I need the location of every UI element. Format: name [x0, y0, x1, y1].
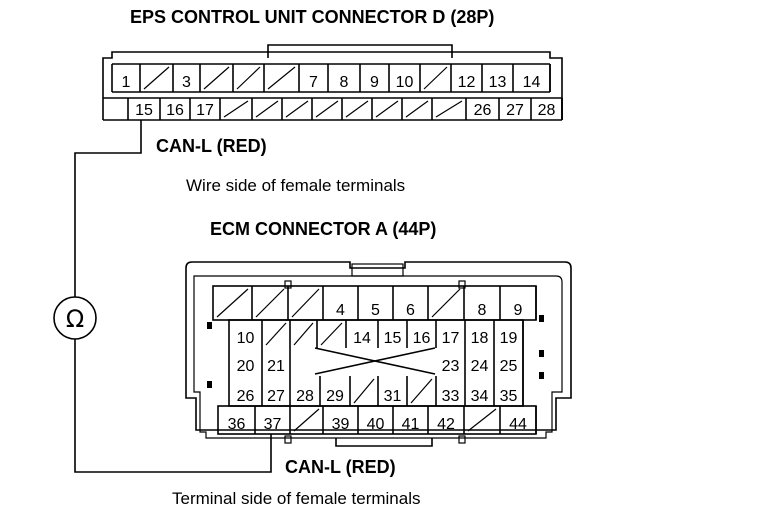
eps-blank-slot	[423, 66, 448, 90]
eps-blank-slot	[405, 100, 429, 118]
ecm-side-caption: Terminal side of female terminals	[172, 489, 420, 508]
eps-blank-slot	[345, 100, 369, 118]
ecm-pin-29: 29	[326, 388, 344, 405]
eps-blank-slot	[203, 66, 230, 90]
ecm-pin-6: 6	[406, 302, 415, 319]
ohmmeter-circuit: Ω	[53, 120, 272, 473]
eps-pin-12: 12	[458, 74, 476, 91]
ecm-pin-25: 25	[500, 358, 518, 375]
ecm-pin-42: 42	[437, 416, 455, 433]
eps-pin-1: 1	[122, 74, 131, 91]
eps-blank-slot	[267, 66, 296, 90]
eps-blank-slot	[236, 66, 261, 90]
eps-blank-slot	[223, 100, 249, 118]
ecm-pin-23: 23	[442, 358, 460, 375]
eps-pin-7: 7	[309, 74, 318, 91]
eps-blank-slot	[255, 100, 279, 118]
ecm-pin-27: 27	[267, 388, 285, 405]
eps-pin-17: 17	[196, 102, 214, 119]
ecm-pin-21: 21	[267, 358, 285, 375]
eps-pin-16: 16	[166, 102, 184, 119]
eps-blank-slot	[143, 66, 170, 90]
ecm-pin-10: 10	[237, 330, 255, 347]
ecm-wire	[74, 339, 272, 473]
eps-blank-slot	[285, 100, 309, 118]
ecm-pin-9: 9	[514, 302, 523, 319]
ecm-blank-slot	[467, 408, 497, 432]
eps-blank-slot	[315, 100, 339, 118]
ecm-pin-17: 17	[442, 330, 460, 347]
ecm-pin-24: 24	[471, 358, 489, 375]
ecm-pin-4: 4	[336, 302, 345, 319]
ecm-pin-26: 26	[237, 388, 255, 405]
ohmmeter-icon	[53, 296, 97, 340]
eps-pin-26: 26	[474, 102, 492, 119]
ecm-pin-44: 44	[509, 416, 527, 433]
eps-connector-title: EPS CONTROL UNIT CONNECTOR D (28P)	[130, 7, 494, 27]
ecm-blank-slot	[265, 322, 287, 346]
eps-wire-label: CAN-L (RED)	[156, 136, 267, 156]
ecm-blank-slot	[431, 288, 461, 318]
eps-side-caption: Wire side of female terminals	[186, 176, 405, 195]
ecm-pin-16: 16	[413, 330, 431, 347]
eps-blank-slot	[435, 100, 463, 118]
ecm-pin-28: 28	[296, 388, 314, 405]
eps-pin-15: 15	[135, 102, 153, 119]
ecm-blank-slot	[293, 408, 320, 432]
ecm-pin-41: 41	[402, 416, 420, 433]
ecm-blank-slot	[410, 378, 433, 404]
eps-pin-14: 14	[523, 74, 541, 91]
ecm-connector-title: ECM CONNECTOR A (44P)	[210, 219, 436, 239]
ecm-pin-31: 31	[384, 388, 402, 405]
ecm-blank-slot	[353, 378, 375, 404]
ecm-pin-33: 33	[442, 388, 460, 405]
eps-pin-3: 3	[182, 74, 191, 91]
eps-blank-slot	[375, 100, 399, 118]
ecm-pin-20: 20	[237, 358, 255, 375]
eps-pin-27: 27	[506, 102, 524, 119]
ecm-pin-39: 39	[332, 416, 350, 433]
eps-pin-10: 10	[396, 74, 414, 91]
eps-pin-28: 28	[538, 102, 556, 119]
ecm-pin-40: 40	[367, 416, 385, 433]
ecm-pin-35: 35	[500, 388, 518, 405]
ecm-pin-18: 18	[471, 330, 489, 347]
ecm-blank-slot	[255, 288, 285, 318]
ecm-pin-19: 19	[500, 330, 518, 347]
ecm-pin-37: 37	[264, 416, 282, 433]
ecm-blank-slot	[320, 322, 343, 346]
ecm-pin-5: 5	[371, 302, 380, 319]
ecm-blank-slot	[216, 288, 249, 318]
ecm-connector: 4 5 6 8 9 10 14 15 16 17 18 19 20 21 23 24 25 26 27 28 29 31 3…	[185, 261, 572, 447]
ecm-pin-8: 8	[478, 302, 487, 319]
ecm-pin-36: 36	[228, 416, 246, 433]
eps-wire	[74, 120, 142, 297]
eps-pin-8: 8	[340, 74, 349, 91]
eps-pin-9: 9	[370, 74, 379, 91]
ecm-pin-34: 34	[471, 388, 489, 405]
eps-pin-13: 13	[489, 74, 507, 91]
ecm-pin-14: 14	[353, 330, 371, 347]
ohm-symbol: Ω	[66, 305, 84, 333]
ecm-blank-slot	[291, 288, 320, 318]
ecm-blank-slot	[293, 322, 314, 346]
ecm-pin-15: 15	[384, 330, 402, 347]
ecm-wire-label: CAN-L (RED)	[285, 457, 396, 477]
